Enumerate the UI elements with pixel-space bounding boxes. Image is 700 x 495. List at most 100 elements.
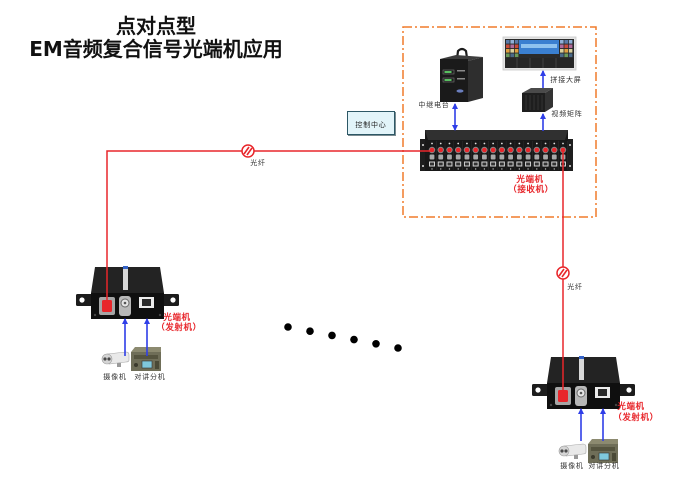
fiber-link-slash: [243, 146, 250, 155]
fiber-link-slash: [558, 268, 565, 277]
camera-lens: [560, 449, 564, 453]
intercom-screen: [598, 452, 610, 461]
screw: [158, 313, 162, 317]
flange-hole: [535, 387, 541, 393]
rack-slot: [489, 141, 498, 170]
intercom-left-label: 对讲分机: [134, 373, 166, 381]
fiber-link-icon: [556, 266, 570, 280]
rack-ear-hole: [569, 144, 571, 146]
slot-led: [431, 142, 433, 145]
video-wall-cabinet-dividers: [516, 58, 557, 68]
video-wall-tile: [564, 44, 568, 49]
bnc-port: [447, 154, 452, 160]
intercom-right-label: 对讲分机: [588, 462, 620, 470]
matrix-side: [545, 88, 553, 112]
rack-slot: [542, 141, 551, 170]
slot-screw: [474, 168, 477, 170]
video-wall-tile: [564, 53, 568, 58]
relay-display-lcd: [444, 79, 452, 81]
video-wall-tiles: [506, 40, 573, 58]
transmitter-label-plate: [123, 269, 128, 290]
slot-led: [492, 142, 495, 145]
rack-slot: [498, 141, 507, 170]
ellipsis-dots: [284, 323, 402, 352]
fiber-port-core: [490, 147, 496, 153]
slot-screw: [440, 168, 442, 170]
bnc-port: [525, 154, 531, 160]
video-wall-tile: [560, 40, 564, 44]
intercom-knob: [591, 455, 595, 459]
fiber-port-core: [551, 147, 557, 153]
fiber-port-core: [455, 147, 461, 153]
video-wall-tile: [514, 44, 519, 49]
rj45-socket: [491, 162, 496, 166]
receiver-rack-icon: [420, 130, 573, 171]
fiber-port-core: [438, 147, 444, 153]
slot-led: [535, 142, 538, 145]
intercom-left-icon: [131, 347, 161, 371]
camera-left-label: 摄像机: [103, 373, 127, 381]
slot-led: [500, 142, 503, 145]
camera-lens: [564, 449, 568, 453]
transmitter-right-icon: [532, 356, 635, 409]
transmitter-indicator: [123, 266, 128, 269]
bnc-port: [464, 154, 470, 160]
relay-station-label: 中继电台: [418, 101, 450, 109]
title-line-1: 点对点型: [116, 14, 196, 38]
fiber-link-ring: [241, 144, 255, 158]
video-wall-tile: [564, 40, 568, 44]
bnc-port: [490, 154, 496, 160]
transmitter-right-sublabel: （发射机）: [613, 413, 659, 423]
control-center-boundary: [402, 26, 597, 218]
video-wall-cabinet: [505, 58, 574, 68]
bnc-port: [551, 154, 557, 160]
transmitter-label-plate: [579, 359, 584, 380]
slot-screw: [518, 168, 521, 170]
intercom-panel: [591, 447, 615, 451]
bnc-port: [499, 154, 505, 160]
title-line-2: EM音频复合信号光端机应用: [29, 37, 283, 61]
camera-body: [563, 443, 587, 457]
slot-screw: [544, 168, 547, 170]
slot-led: [544, 142, 547, 145]
video-wall-tile: [560, 49, 564, 53]
slot-screw: [553, 168, 555, 170]
ellipsis-dot: [328, 331, 336, 340]
rj45-socket: [447, 162, 452, 166]
fiber-link-slash: [246, 147, 253, 156]
ellipsis-dot: [372, 340, 380, 348]
slot-screw: [536, 168, 538, 170]
transmitter-left-icon: [76, 266, 179, 319]
control-center-label: 控制中心: [355, 121, 387, 129]
rack-slot: [446, 141, 455, 170]
bnc-port: [438, 154, 444, 160]
fiber-port-core: [482, 147, 487, 153]
bnc-pin: [123, 301, 127, 305]
slot-led: [518, 142, 521, 145]
slot-led: [562, 142, 564, 145]
fiber-port-core: [560, 147, 566, 153]
slot-screw: [457, 168, 459, 170]
camera-lens: [103, 357, 107, 361]
fiber-port-core: [517, 147, 522, 153]
relay-side: [468, 57, 483, 102]
slot-screw: [483, 168, 486, 170]
slot-led: [527, 142, 529, 145]
bnc-port: [543, 154, 548, 160]
bnc-port: [508, 154, 513, 160]
rj45-socket: [464, 162, 469, 166]
video-wall-tile: [510, 49, 514, 53]
bnc-port: [516, 154, 522, 160]
slot-led: [474, 142, 477, 145]
bnc-port: [455, 154, 461, 160]
video-wall-tile: [568, 40, 573, 44]
matrix-slots: [525, 95, 543, 110]
rj45-socket: [482, 162, 487, 166]
video-wall-label: 拼接大屏: [550, 76, 582, 84]
rj45-socket: [508, 162, 513, 166]
intercom-right-icon: [588, 439, 618, 463]
rj45-socket: [534, 162, 539, 166]
bnc-port: [429, 154, 435, 160]
video-matrix-label: 视频矩阵: [551, 110, 583, 118]
